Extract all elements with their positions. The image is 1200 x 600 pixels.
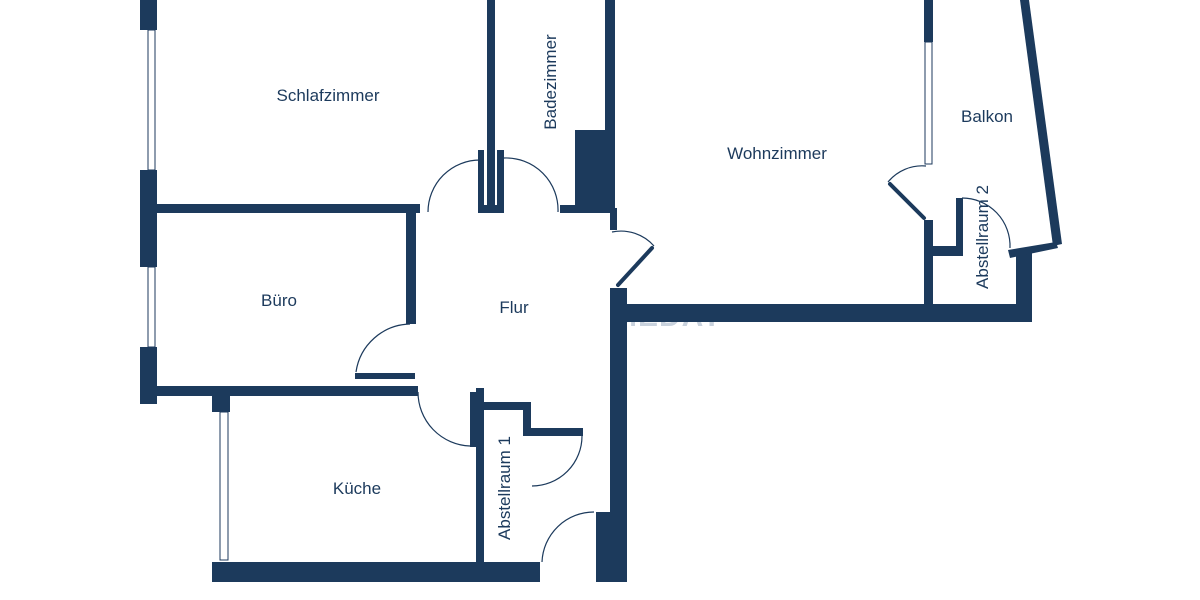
door-leaf-balkon [888, 182, 926, 220]
door-leaf-wohnzimmer [616, 246, 654, 287]
wall-flur-east [610, 288, 627, 582]
window-buero [147, 266, 156, 348]
wall-wohn-east-low [924, 220, 933, 306]
wall-buero-kueche [150, 386, 418, 396]
wall-abst1-stub [470, 392, 476, 447]
wall-kueche-abst1 [476, 388, 484, 564]
wall-bad-bottom-l [478, 205, 504, 213]
wall-bad-east-low [610, 208, 617, 230]
window-balkon [924, 41, 933, 165]
door-arc-buero [355, 323, 411, 373]
wall-left-mid [140, 170, 157, 267]
wall-wohn-bottom [610, 304, 1032, 322]
wall-abst2-west [956, 198, 963, 256]
room-label-balkon: Balkon [961, 107, 1013, 126]
room-label-badezimmer: Badezimmer [541, 34, 560, 130]
room-label-abstellraum1: Abstellraum 1 [495, 436, 514, 540]
wall-left-top [140, 0, 157, 30]
wall-buero-door-stub [355, 373, 415, 379]
wall-bottom-left [212, 562, 540, 582]
wall-abst1-top [484, 402, 530, 410]
window-schlafzimmer [147, 29, 156, 171]
door-arc-entry [541, 511, 595, 563]
wall-flur-bottom [596, 512, 610, 582]
door-arc-wohnzimmer [611, 230, 655, 247]
door-arc-abstellraum2 [961, 197, 1011, 249]
wall-balkon-east [1020, 0, 1062, 246]
wall-wohn-east-top [924, 0, 933, 42]
wall-abst2-east [1016, 252, 1032, 322]
window-kueche [219, 411, 229, 561]
room-label-wohnzimmer: Wohnzimmer [727, 144, 827, 163]
wall-bad-west [487, 0, 495, 212]
room-label-flur: Flur [499, 298, 529, 317]
wall-balkon-bottom [1008, 242, 1058, 258]
wall-abst1-doorpost [523, 428, 583, 436]
wall-abst1-notch [523, 402, 531, 436]
wall-bad-east [605, 0, 615, 212]
door-arc-kueche [417, 391, 471, 447]
wall-kueche-nw [212, 394, 230, 412]
wall-abst2-top [930, 246, 958, 256]
room-label-kueche: Küche [333, 479, 381, 498]
bad-shaft [575, 130, 609, 210]
wall-bad-doorpost [497, 150, 504, 212]
room-label-buero: Büro [261, 291, 297, 310]
door-arc-schlafzimmer [427, 159, 481, 213]
wall-bad-west-stub [478, 150, 484, 212]
room-label-schlafzimmer: Schlafzimmer [277, 86, 380, 105]
room-label-abstellraum2: Abstellraum 2 [973, 185, 992, 289]
door-arc-balkon [887, 165, 927, 183]
door-arc-bad [503, 157, 559, 213]
wall-schlaf-buero [150, 204, 420, 213]
wall-buero-east [406, 212, 416, 324]
door-arc-abstellraum1 [531, 435, 583, 487]
